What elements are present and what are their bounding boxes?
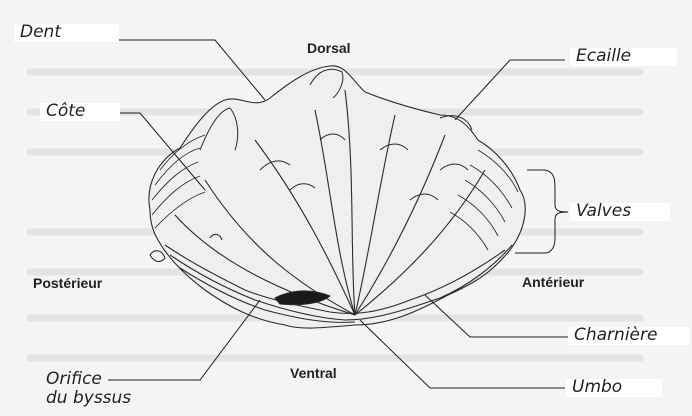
label-charniere: Charnière — [568, 327, 690, 345]
label-dorsal: Dorsal — [307, 41, 351, 56]
leader-dent — [115, 40, 265, 100]
leader-orifice — [108, 300, 260, 380]
label-dent: Dent — [14, 24, 119, 42]
label-posterieur: Postérieur — [33, 276, 102, 291]
label-valves: Valves — [570, 203, 670, 221]
label-cote: Côte — [40, 103, 120, 121]
leader-ecaille — [455, 60, 565, 120]
label-ecaille: Ecaille — [570, 48, 677, 66]
label-umbo: Umbo — [566, 379, 662, 397]
label-orifice-line2: du byssus — [46, 390, 131, 408]
label-ventral: Ventral — [290, 366, 337, 381]
label-anterieur: Antérieur — [522, 275, 584, 290]
label-orifice-line1: Orifice — [46, 371, 102, 389]
leader-charniere — [425, 295, 575, 337]
